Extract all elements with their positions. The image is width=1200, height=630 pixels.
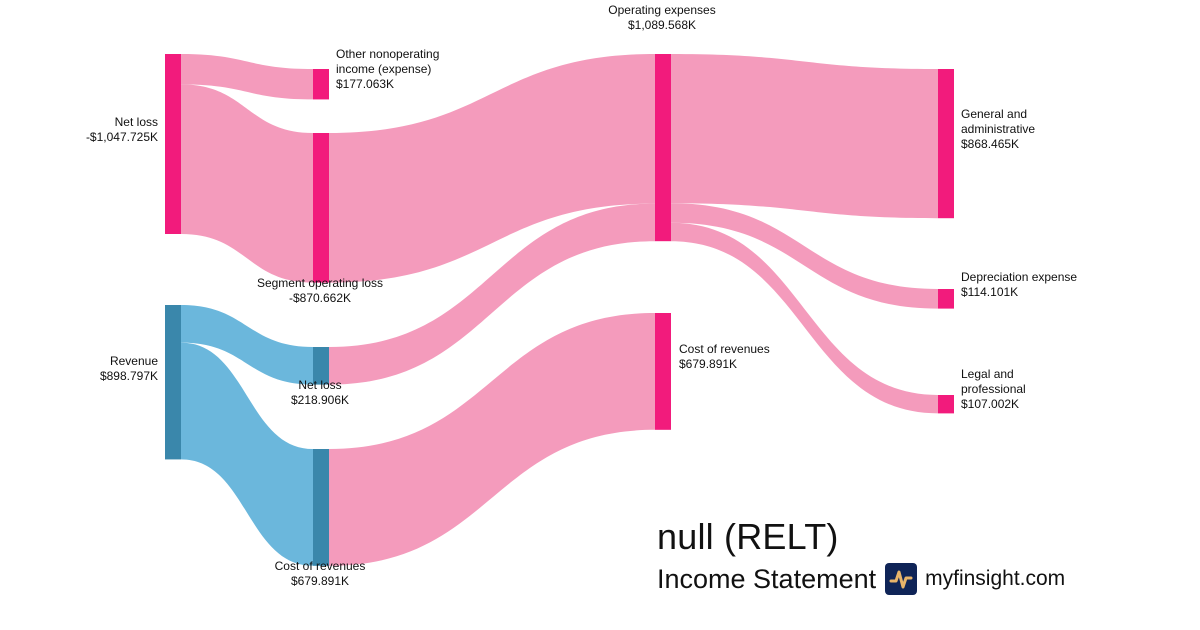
sankey-link-cost_rev_mid-to-cost_rev_right	[329, 313, 655, 566]
site-link[interactable]: myfinsight.com	[925, 567, 1066, 590]
sankey-node-legal	[938, 395, 954, 414]
sankey-labels: Net loss-$1,047.725KRevenue$898.797KOthe…	[86, 3, 1077, 588]
footer-subtitle-row: Income Statement myfinsight.com	[657, 563, 1065, 595]
node-name: Segment operating loss	[257, 276, 383, 290]
sankey-link-net_loss_mid-to-operating_expenses	[329, 203, 655, 385]
node-name: administrative	[961, 122, 1035, 136]
sankey-link-operating_expenses-to-legal	[671, 222, 938, 414]
node-value: -$870.662K	[289, 291, 351, 305]
node-value: $679.891K	[679, 357, 737, 371]
sankey-link-revenue-to-net_loss_mid	[181, 305, 313, 385]
node-name: professional	[961, 382, 1026, 396]
node-name: Depreciation expense	[961, 270, 1077, 284]
node-label-net_loss_src: Net loss-$1,047.725K	[86, 115, 158, 144]
node-value: $679.891K	[291, 574, 349, 588]
sankey-node-segment_op_loss	[313, 133, 329, 283]
sankey-node-g_and_a	[938, 69, 954, 219]
node-name: Revenue	[110, 354, 158, 368]
node-value: -$1,047.725K	[86, 130, 158, 144]
node-value: $177.063K	[336, 77, 394, 91]
sankey-node-depreciation	[938, 289, 954, 309]
node-name: Net loss	[115, 115, 158, 129]
node-label-cost_rev_right: Cost of revenues$679.891K	[679, 342, 770, 371]
node-name: Legal and	[961, 367, 1014, 381]
pulse-line-icon	[885, 563, 918, 595]
sankey-link-segment_op_loss-to-operating_expenses	[329, 54, 655, 283]
node-label-segment_op_loss: Segment operating loss-$870.662K	[257, 276, 383, 305]
sankey-link-net_loss_src-to-other_nonop	[181, 54, 313, 100]
sankey-node-cost_rev_mid	[313, 449, 329, 566]
node-name: Net loss	[298, 378, 341, 392]
sankey-node-operating_expenses	[655, 54, 671, 242]
node-label-revenue: Revenue$898.797K	[100, 354, 158, 383]
sankey-node-cost_rev_right	[655, 313, 671, 430]
node-value: $218.906K	[291, 393, 349, 407]
node-label-depreciation: Depreciation expense$114.101K	[961, 270, 1077, 299]
sankey-link-operating_expenses-to-g_and_a	[671, 54, 938, 219]
sankey-link-operating_expenses-to-depreciation	[671, 203, 938, 309]
sankey-link-revenue-to-cost_rev_mid	[181, 342, 313, 566]
node-value: $107.002K	[961, 397, 1019, 411]
node-value: $114.101K	[961, 285, 1018, 299]
node-label-operating_expenses: Operating expenses$1,089.568K	[608, 3, 715, 32]
sankey-nodes	[165, 54, 954, 566]
node-name: Operating expenses	[608, 3, 715, 17]
node-name: Cost of revenues	[275, 559, 366, 573]
node-name: income (expense)	[336, 62, 431, 76]
node-name: Cost of revenues	[679, 342, 770, 356]
node-value: $898.797K	[100, 369, 158, 383]
node-label-cost_rev_mid: Cost of revenues$679.891K	[275, 559, 366, 588]
node-name: General and	[961, 107, 1027, 121]
node-name: Other nonoperating	[336, 47, 439, 61]
node-label-net_loss_mid: Net loss$218.906K	[291, 378, 349, 407]
sankey-node-net_loss_src	[165, 54, 181, 234]
statement-title: Income Statement	[657, 563, 877, 594]
node-value: $1,089.568K	[628, 18, 696, 32]
sankey-node-net_loss_mid	[313, 347, 329, 385]
sankey-link-net_loss_src-to-segment_op_loss	[181, 84, 313, 283]
sankey-node-other_nonop	[313, 69, 329, 100]
sankey-links	[181, 54, 938, 566]
company-title: null (RELT)	[657, 516, 839, 557]
chart-footer: null (RELT) Income Statement myfinsight.…	[657, 515, 1065, 595]
sankey-node-revenue	[165, 305, 181, 460]
node-value: $868.465K	[961, 137, 1019, 151]
